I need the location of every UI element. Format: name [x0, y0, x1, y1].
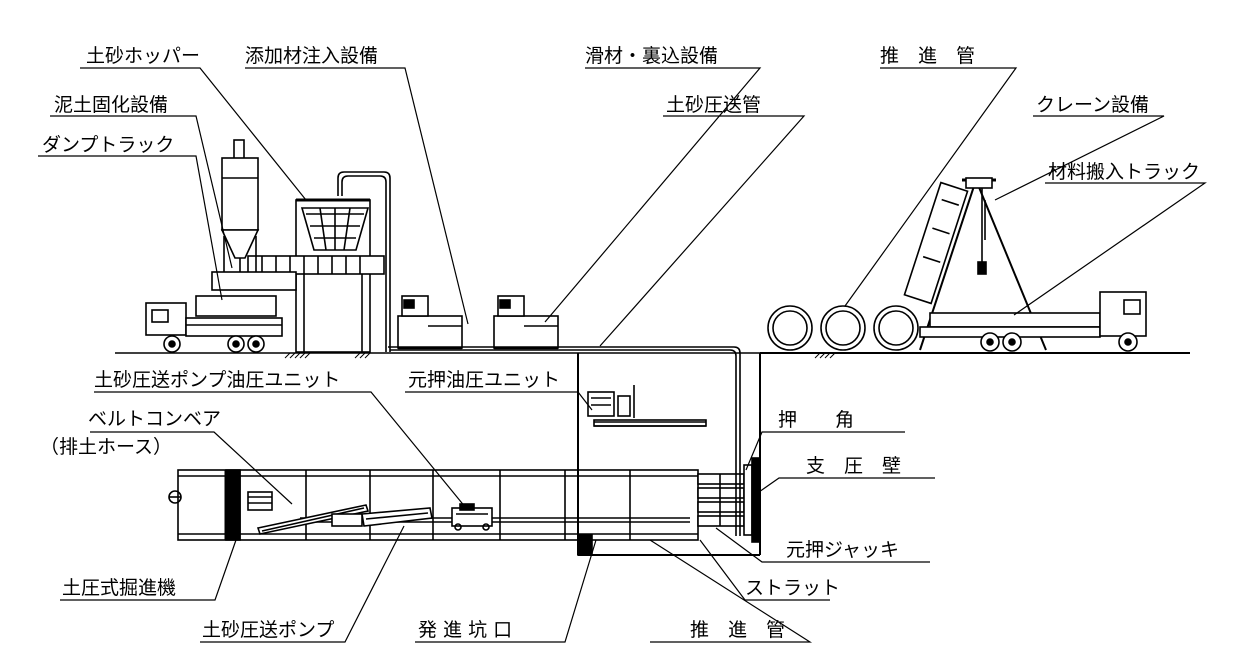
- additive-injection-equipment: [397, 295, 463, 350]
- label-soil-hopper: 土砂ホッパー: [86, 45, 201, 67]
- main-hydraulic-unit: [587, 385, 635, 418]
- label-push-ring: 押 角: [778, 409, 855, 431]
- dump-truck: [145, 295, 283, 353]
- label-jacking-pipe-bottom: 推 進 管: [690, 619, 786, 641]
- label-main-jack: 元押ジャッキ: [786, 539, 900, 561]
- label-strut: ストラット: [745, 577, 841, 599]
- soil-pressure-pump: [331, 507, 433, 527]
- belt-conveyor: [247, 491, 370, 535]
- pump-hydraulic-unit: [451, 503, 493, 531]
- label-additive-injection: 添加材注入設備: [245, 45, 379, 67]
- ground-hatch-left: [284, 352, 371, 359]
- screw-conveyor: [247, 255, 385, 275]
- ground-hatch-right: [814, 352, 836, 359]
- mud-solidification-silo: [211, 139, 297, 291]
- main-jack-assembly: [697, 457, 761, 543]
- tunneling-machine: [168, 469, 241, 541]
- ground-surface: [115, 352, 1190, 359]
- label-mud-solidification: 泥土固化設備: [54, 94, 169, 116]
- label-lubricant-backfill: 滑材・裏込設備: [585, 45, 719, 67]
- launch-shaft: [577, 353, 761, 556]
- label-earth-pressure-machine: 土圧式掘進機: [62, 577, 177, 599]
- label-discharge-hose: （排土ホース）: [40, 436, 173, 458]
- label-jacking-pipe-top: 推 進 管: [880, 45, 976, 67]
- soil-pressure-pipe: [388, 346, 741, 536]
- label-crane-equipment: クレーン設備: [1036, 94, 1150, 116]
- label-dump-truck: ダンプトラック: [42, 134, 175, 156]
- soil-hopper: [295, 198, 371, 353]
- jacking-pipes-stock: [767, 305, 919, 351]
- label-launch-shaft-entrance: 発 進 坑 口: [418, 619, 513, 641]
- label-material-truck: 材料搬入トラック: [1048, 161, 1201, 183]
- label-reaction-wall: 支 圧 壁: [806, 455, 902, 477]
- label-soil-pressure-pump: 土砂圧送ポンプ: [202, 619, 335, 641]
- material-truck: [919, 291, 1147, 352]
- lubricant-backfill-equipment: [493, 295, 559, 350]
- label-pump-hydraulic-unit: 土砂圧送ポンプ油圧ユニット: [94, 369, 341, 391]
- hopper-feed-pipe: [337, 171, 391, 352]
- label-belt-conveyor: ベルトコンベア: [88, 408, 222, 430]
- leader-lines: [38, 67, 1207, 643]
- label-soil-pressure-pipe: 土砂圧送管: [666, 94, 762, 116]
- label-main-hydraulic-unit: 元押油圧ユニット: [408, 369, 561, 391]
